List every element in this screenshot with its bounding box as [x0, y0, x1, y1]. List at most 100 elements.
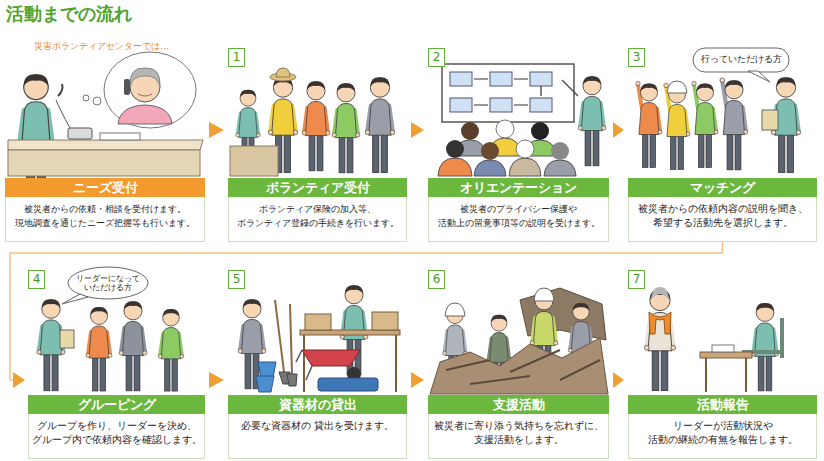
- step-panel: ボランティア受付ボランティア保険の加入等、 ボランティア登録の手続きを行います。…: [228, 42, 407, 242]
- matching-scene-part: [664, 83, 690, 169]
- grouping-scene-part: [158, 309, 183, 391]
- matching-scene: [636, 48, 801, 173]
- step-heading: ボランティア受付: [228, 178, 407, 197]
- orientation-scene-part: [450, 98, 472, 112]
- step-panel: 支援活動被災者に寄り添う気持ちを忘れずに、 支援活動をします。6: [428, 264, 609, 459]
- rescue-scene: [430, 288, 608, 394]
- diagram-title: 活動までの流れ: [6, 2, 132, 26]
- orientation-scene-part: [530, 72, 552, 86]
- equipment-scene-part: [300, 330, 400, 335]
- orientation-scene-part: [544, 160, 576, 176]
- step-number: 1: [229, 49, 244, 65]
- equipment-scene-part: [256, 376, 274, 392]
- arrow-head: [613, 122, 624, 138]
- reception-scene-part: [365, 77, 394, 172]
- number-box: 5: [228, 270, 245, 289]
- orientation-scene-part: [474, 160, 506, 176]
- phone-scene-part: [138, 94, 152, 96]
- reception-scene-part: [230, 146, 278, 176]
- orientation-scene-part: [474, 79, 541, 105]
- reception-scene-part: [332, 83, 360, 173]
- step-panel: グルーピンググループを作り、リーダーを決め、 グループ内で依頼内容を確認します。…: [28, 264, 205, 459]
- flow-arrow: [10, 242, 723, 388]
- step-number: 4: [29, 271, 44, 287]
- flow-arrow: [613, 122, 624, 138]
- orientation-scene-part: [551, 142, 569, 160]
- orientation-scene-part: [509, 158, 541, 176]
- orientation-scene-part: [481, 142, 499, 160]
- grouping-scene-part: [86, 307, 112, 391]
- matching-scene-part: [720, 78, 748, 170]
- arrow-head: [411, 122, 424, 138]
- orientation-scene-part: [446, 140, 464, 158]
- orientation-scene-part: [442, 64, 574, 122]
- step-panel: ニーズ受付被災者からの依頼・相談を受付けます。 現地調査を通じたニーズ把握等も行…: [5, 42, 205, 242]
- orientation-scene-part: [516, 140, 534, 158]
- arrow-head: [13, 372, 25, 388]
- number-box: 7: [628, 270, 645, 289]
- step-panel: 資器材の貸出必要な資器材の 貸出を受けます。5: [228, 264, 407, 459]
- orientation-scene-part: [531, 122, 549, 140]
- grouping-scene-part: [60, 330, 74, 348]
- flow-arrow: [209, 372, 224, 388]
- phone-scene-part: [56, 100, 70, 128]
- step-number: 7: [629, 271, 644, 287]
- title-wrap: 活動までの流れ: [6, 2, 132, 26]
- reception-scene: [230, 68, 395, 176]
- step-panel: マッチング被災者からの依頼内容の説明を聞き、 希望する活動先を選択します。3: [628, 42, 817, 242]
- arrow-head: [613, 372, 624, 388]
- step-description: リーダーが活動状況や 活動の継続の有無を報告します。: [628, 414, 817, 459]
- speech-bubble-text-wrap: リーダーになっていただける方: [75, 274, 141, 292]
- equipment-scene: [238, 285, 400, 392]
- equipment-scene-part: [302, 350, 360, 366]
- equipment-scene-part: [275, 300, 292, 374]
- orientation-scene-part: [496, 120, 514, 138]
- matching-scene-part: [667, 81, 687, 93]
- orientation-scene-part: [438, 158, 472, 176]
- step-heading: 活動報告: [628, 395, 817, 414]
- flow-arrow: [411, 122, 424, 138]
- phone-scene-part: [124, 79, 130, 95]
- report-scene-part: [712, 345, 734, 352]
- report-scene-part: [644, 290, 675, 391]
- matching-scene-part: [693, 48, 789, 72]
- grouping-scene-part: [119, 301, 147, 391]
- orientation-scene-part: [562, 80, 578, 96]
- number-box: 3: [628, 48, 645, 67]
- phone-scene-part: [100, 133, 140, 140]
- matching-scene-part: [636, 81, 662, 167]
- subtitle-wrap: 災害ボランティアセンターでは…: [34, 41, 169, 52]
- step-number: 2: [429, 49, 444, 65]
- report-scene-part: [706, 358, 746, 392]
- orientation-scene-part: [450, 72, 472, 86]
- phone-scene-part: [130, 68, 160, 86]
- phone-scene-part: [58, 84, 63, 96]
- step-description: ボランティア保険の加入等、 ボランティア登録の手続きを行います。: [228, 197, 407, 242]
- phone-scene-part: [83, 95, 89, 101]
- rescue-scene-part: [534, 288, 554, 301]
- report-scene-part: [651, 287, 669, 300]
- orientation-scene-part: [461, 122, 479, 140]
- report-scene-part: [751, 303, 778, 391]
- step-description: 被災者のプライバシー保護や 活動上の留意事項等の説明を受けます。: [428, 197, 609, 242]
- step-description: グループを作り、リーダーを決め、 グループ内で依頼内容を確認します。: [28, 414, 205, 459]
- step-heading: グルーピング: [28, 395, 205, 414]
- report-scene-part: [700, 352, 752, 358]
- step-panel: オリエンテーション被災者のプライバシー保護や 活動上の留意事項等の説明を受けます…: [428, 42, 609, 242]
- number-box: 4: [28, 270, 45, 289]
- phone-scene-part: [8, 150, 200, 176]
- report-scene-part: [649, 312, 671, 334]
- speech-bubble-text: リーダーになっていただける方: [75, 274, 141, 292]
- flow-arrow: [411, 372, 424, 388]
- number-box: 2: [428, 48, 445, 67]
- rescue-scene-part: [445, 303, 465, 316]
- step-description: 必要な資器材の 貸出を受けます。: [228, 414, 407, 459]
- grouping-scene-part: [62, 294, 88, 304]
- step-heading: マッチング: [628, 178, 817, 197]
- report-scene: [644, 287, 784, 392]
- matching-scene-part: [748, 71, 770, 82]
- speech-bubble-text-wrap: 行っていただける方: [697, 54, 785, 64]
- speech-bubble-text: 行っていただける方: [697, 54, 785, 64]
- connector-line: [10, 242, 723, 380]
- subtitle: 災害ボランティアセンターでは…: [34, 41, 169, 52]
